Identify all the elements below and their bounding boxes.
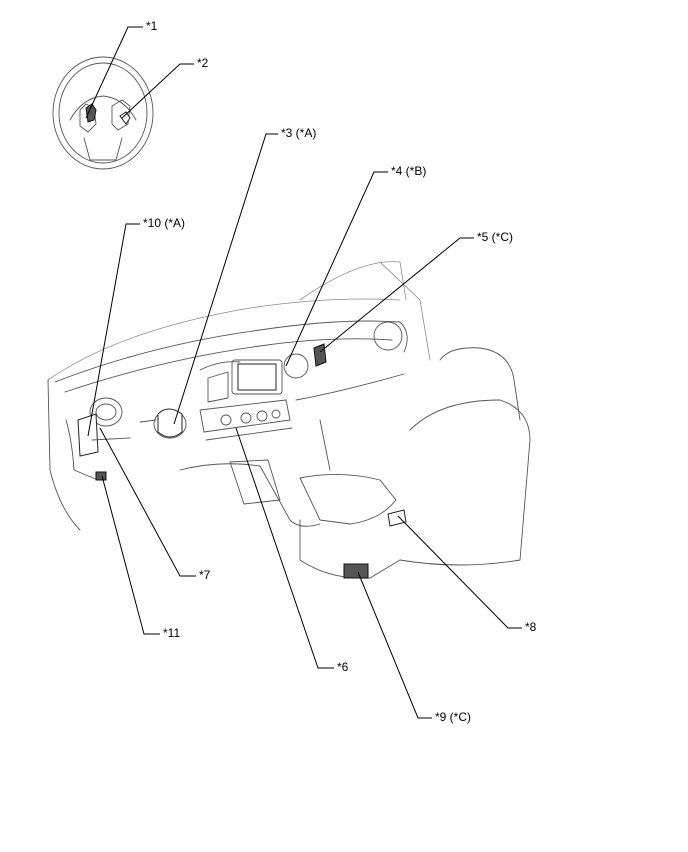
display-bezel xyxy=(231,359,283,395)
leader-line-5 xyxy=(319,237,474,353)
dashboard-artwork xyxy=(47,261,531,579)
steering-switch-right xyxy=(111,99,131,131)
driver-knee-panel xyxy=(65,419,99,481)
climate-knob-right xyxy=(256,410,268,422)
instrument-hood xyxy=(199,361,241,371)
leader-line-4 xyxy=(285,171,388,367)
console-side xyxy=(179,463,321,527)
callout-4: *4 (*B) xyxy=(391,164,427,178)
seat-cushion xyxy=(399,559,521,566)
center-left-vent xyxy=(207,371,229,403)
driver-door-edge xyxy=(47,379,81,531)
lower-dash-edge xyxy=(91,437,131,441)
callout-7: *7 xyxy=(199,568,211,582)
steering-wheel-inset xyxy=(52,56,154,170)
shift-area xyxy=(229,459,281,505)
a-pillar-right xyxy=(379,261,431,361)
leader-line-6 xyxy=(235,427,334,669)
combination-switch-stalk xyxy=(139,419,157,423)
center-stack-lower xyxy=(205,427,293,441)
leader-line-9 xyxy=(357,571,432,719)
callout-10: *10 (*A) xyxy=(143,216,186,230)
callout-8: *8 xyxy=(525,620,537,634)
steering-wheel-rim-inner xyxy=(58,62,148,164)
leader-line-8 xyxy=(397,515,522,629)
left-vent xyxy=(89,397,123,427)
steering-wheel-spoke-bottom xyxy=(83,137,123,161)
rear-console-connector xyxy=(343,563,369,579)
steering-pad-switch-part xyxy=(85,103,97,123)
climate-panel xyxy=(199,399,291,433)
armrest xyxy=(299,474,397,525)
display-screen xyxy=(237,363,277,391)
dashboard-top-inner xyxy=(64,338,393,393)
windshield-frame xyxy=(299,261,407,301)
leader-line-10 xyxy=(87,223,140,437)
callout-11: *11 xyxy=(163,626,181,640)
leader-line-2 xyxy=(121,63,194,119)
passenger-vent xyxy=(373,321,403,351)
steering-wheel-rim xyxy=(52,56,154,170)
dashboard-top xyxy=(54,320,408,383)
leader-line-3 xyxy=(173,133,278,425)
callout-1: *1 xyxy=(146,19,158,33)
climate-knob-mid xyxy=(240,412,252,424)
steering-wheel-spoke-top xyxy=(69,95,137,121)
leader-line-1 xyxy=(85,26,143,119)
windshield-base xyxy=(47,298,401,381)
callout-5: *5 (*C) xyxy=(477,230,514,244)
seat-back xyxy=(409,399,531,561)
callout-6: *6 xyxy=(337,660,349,674)
kick-panel-connector xyxy=(95,471,107,481)
callout-2: *2 xyxy=(197,56,209,70)
center-right-vent xyxy=(283,353,309,379)
leader-line-7 xyxy=(99,427,196,577)
leader-line-11 xyxy=(101,475,160,635)
passenger-footwell xyxy=(319,419,331,471)
callout-9: *9 (*C) xyxy=(435,710,472,724)
climate-knob-left xyxy=(220,414,232,426)
steering-switch-left xyxy=(79,103,97,133)
callout-3: *3 (*A) xyxy=(281,126,317,140)
steering-paddle-part xyxy=(119,111,131,125)
passenger-airbag-switch xyxy=(313,343,327,367)
left-vent-inner xyxy=(95,403,117,421)
seat-belt-buckle-part xyxy=(387,509,407,527)
passenger-dash-lower xyxy=(295,373,405,401)
leader-lines xyxy=(85,26,522,719)
spiral-cable-part xyxy=(157,408,183,438)
seat-headrest xyxy=(439,347,521,421)
climate-knob-far xyxy=(271,409,281,419)
